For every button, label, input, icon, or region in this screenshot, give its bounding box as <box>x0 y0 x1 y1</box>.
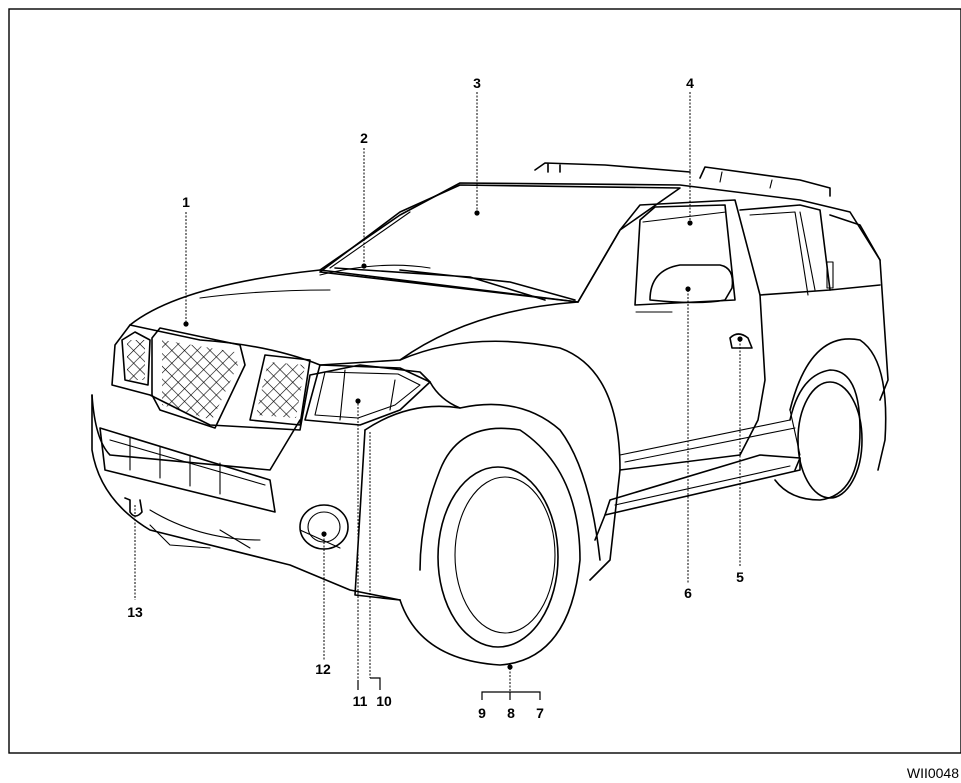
callout-11: 11 <box>353 693 368 709</box>
callout-brackets <box>357 677 541 700</box>
callout-5: 5 <box>736 569 744 585</box>
callout-8: 8 <box>507 705 515 721</box>
leader-lines <box>134 92 741 692</box>
diagram-frame <box>8 8 961 754</box>
callout-2: 2 <box>360 130 368 146</box>
suv-illustration <box>91 162 889 666</box>
callout-12: 12 <box>315 661 331 677</box>
callout-dots <box>183 210 743 670</box>
callout-4: 4 <box>686 75 694 91</box>
callout-1: 1 <box>182 194 190 210</box>
callout-7: 7 <box>536 705 544 721</box>
callout-3: 3 <box>473 75 481 91</box>
callout-6: 6 <box>684 585 692 601</box>
callout-labels: 1 2 3 4 5 6 7 8 9 10 11 12 13 <box>127 75 744 721</box>
callout-10: 10 <box>376 693 392 709</box>
image-code: WII0048 <box>907 765 959 781</box>
callout-9: 9 <box>478 705 486 721</box>
callout-13: 13 <box>127 604 143 620</box>
